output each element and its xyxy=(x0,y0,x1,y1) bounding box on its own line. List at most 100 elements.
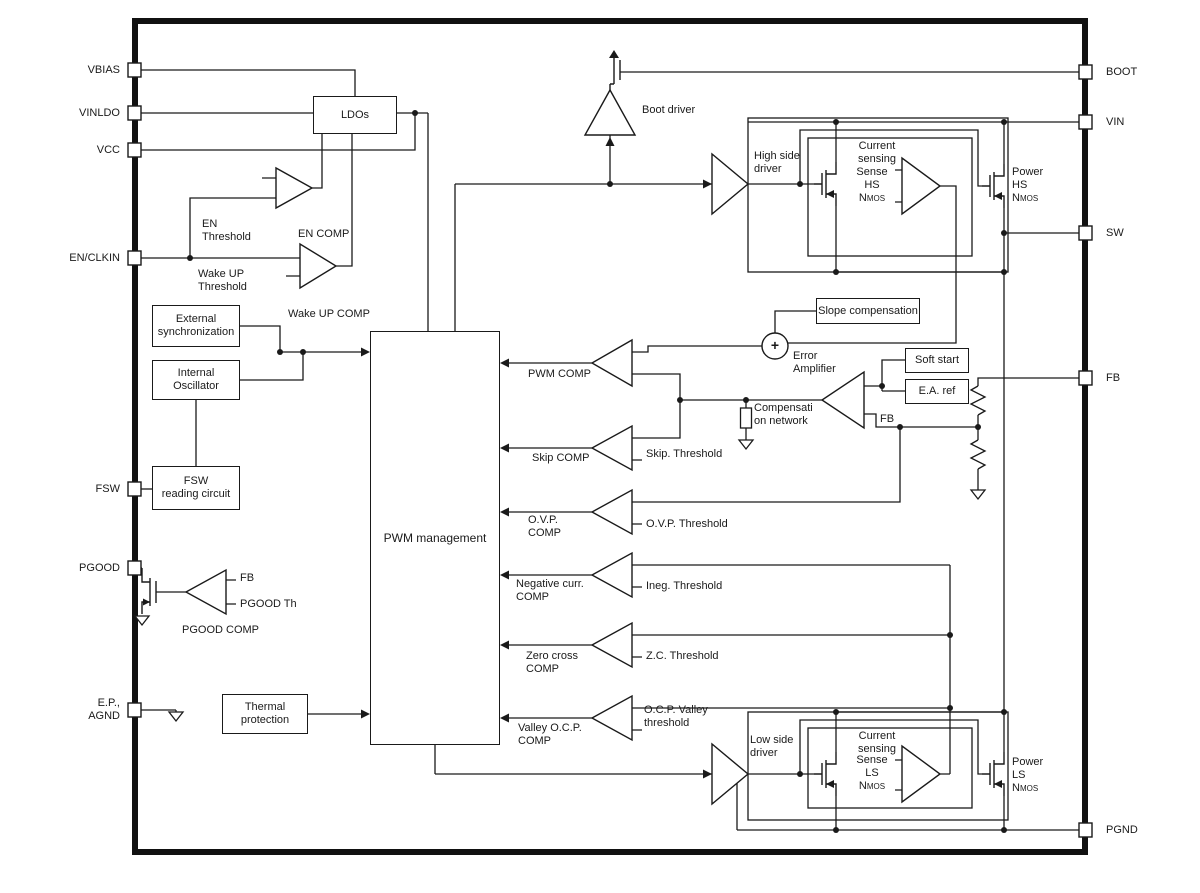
wakeup-comp-label: Wake UP COMP xyxy=(288,308,370,320)
fb-divider-resistor-bottom xyxy=(969,439,987,470)
chip-border xyxy=(132,18,1088,855)
wire-ls-amp-stubs xyxy=(895,759,902,791)
fsw-reading-block: FSW reading circuit xyxy=(152,466,240,510)
slope-compensation-block: Slope compensation xyxy=(816,298,920,324)
error-amplifier-label: Error Amplifier xyxy=(793,350,836,375)
resistors xyxy=(739,385,987,470)
skip-threshold-label: Skip. Threshold xyxy=(646,448,723,460)
error-amplifier-triangle xyxy=(820,370,865,430)
fb-divider-resistor-top xyxy=(969,385,987,416)
high-side-driver-label: High side driver xyxy=(754,150,800,175)
hs-current-sensing-label: Current sensing xyxy=(858,140,896,165)
pin-fsw xyxy=(127,481,142,497)
boot-driver-label: Boot driver xyxy=(642,104,696,116)
pin-sw xyxy=(1078,225,1093,241)
wire-vbias xyxy=(140,69,356,96)
ea-ref-block: E.A. ref xyxy=(905,379,969,404)
pin-label-en-clkin: EN/CLKIN xyxy=(69,252,120,264)
wire-pgnd xyxy=(736,783,1080,831)
ocp-valley-threshold-label: O.C.P. Valley threshold xyxy=(644,704,708,729)
pin-label-fb: FB xyxy=(1106,372,1121,384)
junction-dots xyxy=(187,110,1007,833)
triangles xyxy=(184,88,942,806)
wakeup-comparator-triangle xyxy=(299,242,338,290)
pgood-comp-label: PGOOD COMP xyxy=(182,624,260,636)
pin-label-ep-agnd: E.P., AGND xyxy=(88,697,120,722)
en-comp-label: EN COMP xyxy=(298,228,350,240)
low-side-driver-label: Low side driver xyxy=(750,734,794,759)
wire-en-comp-out xyxy=(312,134,323,189)
boot-mosfet xyxy=(609,50,621,90)
ls-driver-triangle xyxy=(711,742,750,806)
negative-current-comp-label: Negative curr. COMP xyxy=(516,578,584,603)
negative-current-comparator-triangle xyxy=(590,551,633,599)
pin-label-vin: VIN xyxy=(1106,116,1125,128)
wire-ls-drains xyxy=(835,711,1004,752)
ovp-comp-label: O.V.P. COMP xyxy=(528,514,561,539)
compensation-ground-icon xyxy=(737,439,755,451)
ls-current-sense-box xyxy=(807,727,973,809)
pin-label-boot: BOOT xyxy=(1106,66,1138,78)
pwm-comparator-triangle xyxy=(590,338,633,388)
summing-plus-sign: + xyxy=(770,337,780,353)
wire-vin xyxy=(748,121,1080,164)
wire-boot-drive xyxy=(454,135,712,331)
wire-pwm-to-ls xyxy=(434,745,712,775)
pgood-nmos xyxy=(141,568,157,614)
pgood-ground-icon xyxy=(133,615,151,627)
hs-power-nmos xyxy=(982,164,1005,208)
agnd-ground-icon xyxy=(167,711,185,723)
pin-label-fsw: FSW xyxy=(95,483,120,495)
pin-terminals xyxy=(127,62,1093,838)
ldos-label: LDOs xyxy=(340,108,370,121)
en-comparator-triangle xyxy=(275,166,314,210)
wire-error-amp-out xyxy=(632,373,822,439)
fb-node-label: FB xyxy=(880,413,895,425)
pgood-fb-label: FB xyxy=(240,572,255,584)
wire-comparator-outs xyxy=(504,362,592,719)
ls-power-nmos-label: Power LS Nmos xyxy=(1012,756,1044,794)
pwm-comp-label: PWM COMP xyxy=(528,368,591,380)
hs-driver-triangle xyxy=(711,152,750,216)
wire-ldo-out xyxy=(397,112,429,331)
compensation-network-label: Compensati on network xyxy=(754,402,813,427)
ovp-comparator-triangle xyxy=(590,488,633,536)
ls-sense-nmos xyxy=(814,752,837,796)
ls-current-sensing-label: Current sensing xyxy=(858,730,896,755)
wire-sw xyxy=(835,206,1080,752)
wire-hs-sense-amp xyxy=(788,169,957,344)
wakeup-threshold-label: Wake UP Threshold xyxy=(198,268,247,293)
pin-pgnd xyxy=(1078,822,1093,838)
wire-threshold-stubs xyxy=(632,459,642,731)
pgood-threshold-label: PGOOD Th xyxy=(240,598,297,610)
pin-vinldo xyxy=(127,105,142,121)
fb-divider-ground-icon xyxy=(969,489,987,501)
pin-label-pgood: PGOOD xyxy=(79,562,120,574)
hs-power-nmos-label: Power HS Nmos xyxy=(1012,166,1044,204)
ovp-threshold-label: O.V.P. Threshold xyxy=(646,518,728,530)
zc-threshold-label: Z.C. Threshold xyxy=(646,650,719,662)
en-threshold-label: EN Threshold xyxy=(202,218,251,243)
compensation-resistor xyxy=(739,407,753,429)
summing-junction xyxy=(761,332,789,360)
hs-sense-nmos-label: Sense HS Nmos xyxy=(856,166,888,204)
pin-label-vcc: VCC xyxy=(96,144,120,156)
pin-ep-agnd xyxy=(127,702,142,718)
pwm-management-block: PWM management xyxy=(370,331,500,745)
skip-comparator-triangle xyxy=(590,424,633,472)
pin-fb xyxy=(1078,370,1093,386)
wire-wakeup-out xyxy=(336,134,353,267)
hs-sense-nmos xyxy=(814,162,837,206)
wire-en-clkin xyxy=(140,177,300,277)
pin-vbias xyxy=(127,62,142,78)
ineg-threshold-label: Ineg. Threshold xyxy=(646,580,723,592)
skip-comp-label: Skip COMP xyxy=(532,452,590,464)
wire-summing-out xyxy=(632,345,762,353)
zero-cross-comparator-triangle xyxy=(590,621,633,669)
ls-power-nmos xyxy=(982,752,1005,796)
wires xyxy=(140,69,1080,831)
wire-slope-comp xyxy=(774,310,816,333)
external-sync-block: External synchronization xyxy=(152,305,240,347)
thermal-protection-block: Thermal protection xyxy=(222,694,308,734)
